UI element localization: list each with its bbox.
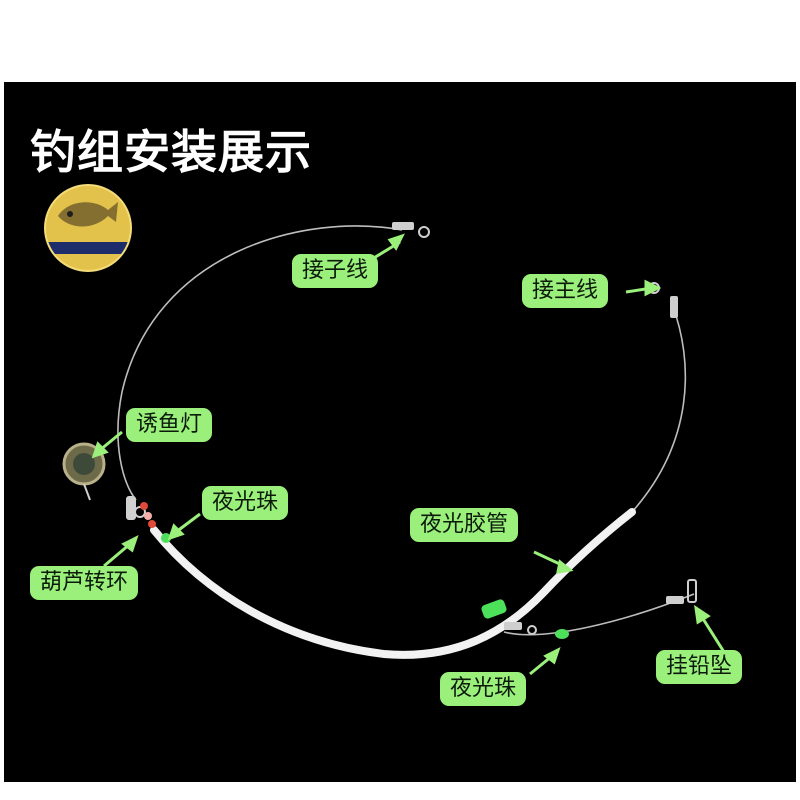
arrow-lure-light-icon <box>99 430 123 452</box>
glow-bead-tube-joint <box>481 599 507 619</box>
label-sinker: 挂铅坠 <box>656 650 743 684</box>
bottom-swivel-icon <box>504 622 537 635</box>
arrow-sinker-icon <box>698 613 726 653</box>
label-lure-light: 诱鱼灯 <box>126 408 213 442</box>
sub-line-wire <box>117 225 403 501</box>
product-image-panel: 钓组安装展示 接子线 接主线 诱鱼灯 夜光珠 夜光胶管 葫芦转环 挂铅坠 夜光珠 <box>4 82 796 782</box>
sinker-snap-icon <box>666 579 697 604</box>
red-bead-3 <box>148 520 156 528</box>
glow-bead-top-icon <box>161 533 171 543</box>
sub-line-connector-icon <box>392 222 430 238</box>
arrow-gourd-swivel-icon <box>103 542 131 568</box>
label-sub-line: 接子线 <box>292 254 379 288</box>
glow-bead-bottom-icon <box>555 629 569 639</box>
label-glow-bead-bottom: 夜光珠 <box>440 672 527 706</box>
gourd-swivel-icon <box>126 496 146 520</box>
label-glow-tube: 夜光胶管 <box>410 508 519 542</box>
label-glow-bead-top: 夜光珠 <box>202 486 289 520</box>
rig-illustration <box>62 222 726 676</box>
label-main-line: 接主线 <box>522 274 609 308</box>
logo-band <box>48 242 128 254</box>
red-bead-2 <box>144 512 152 520</box>
fish-logo-icon <box>58 202 118 227</box>
brand-logo <box>44 184 132 272</box>
red-bead-1 <box>140 502 148 510</box>
label-gourd-swivel: 葫芦转环 <box>30 566 139 600</box>
glow-tube <box>150 508 636 659</box>
page-title: 钓组安装展示 <box>30 125 312 179</box>
arrow-glow-bead-top-icon <box>175 512 201 534</box>
main-line-wire <box>631 303 687 513</box>
